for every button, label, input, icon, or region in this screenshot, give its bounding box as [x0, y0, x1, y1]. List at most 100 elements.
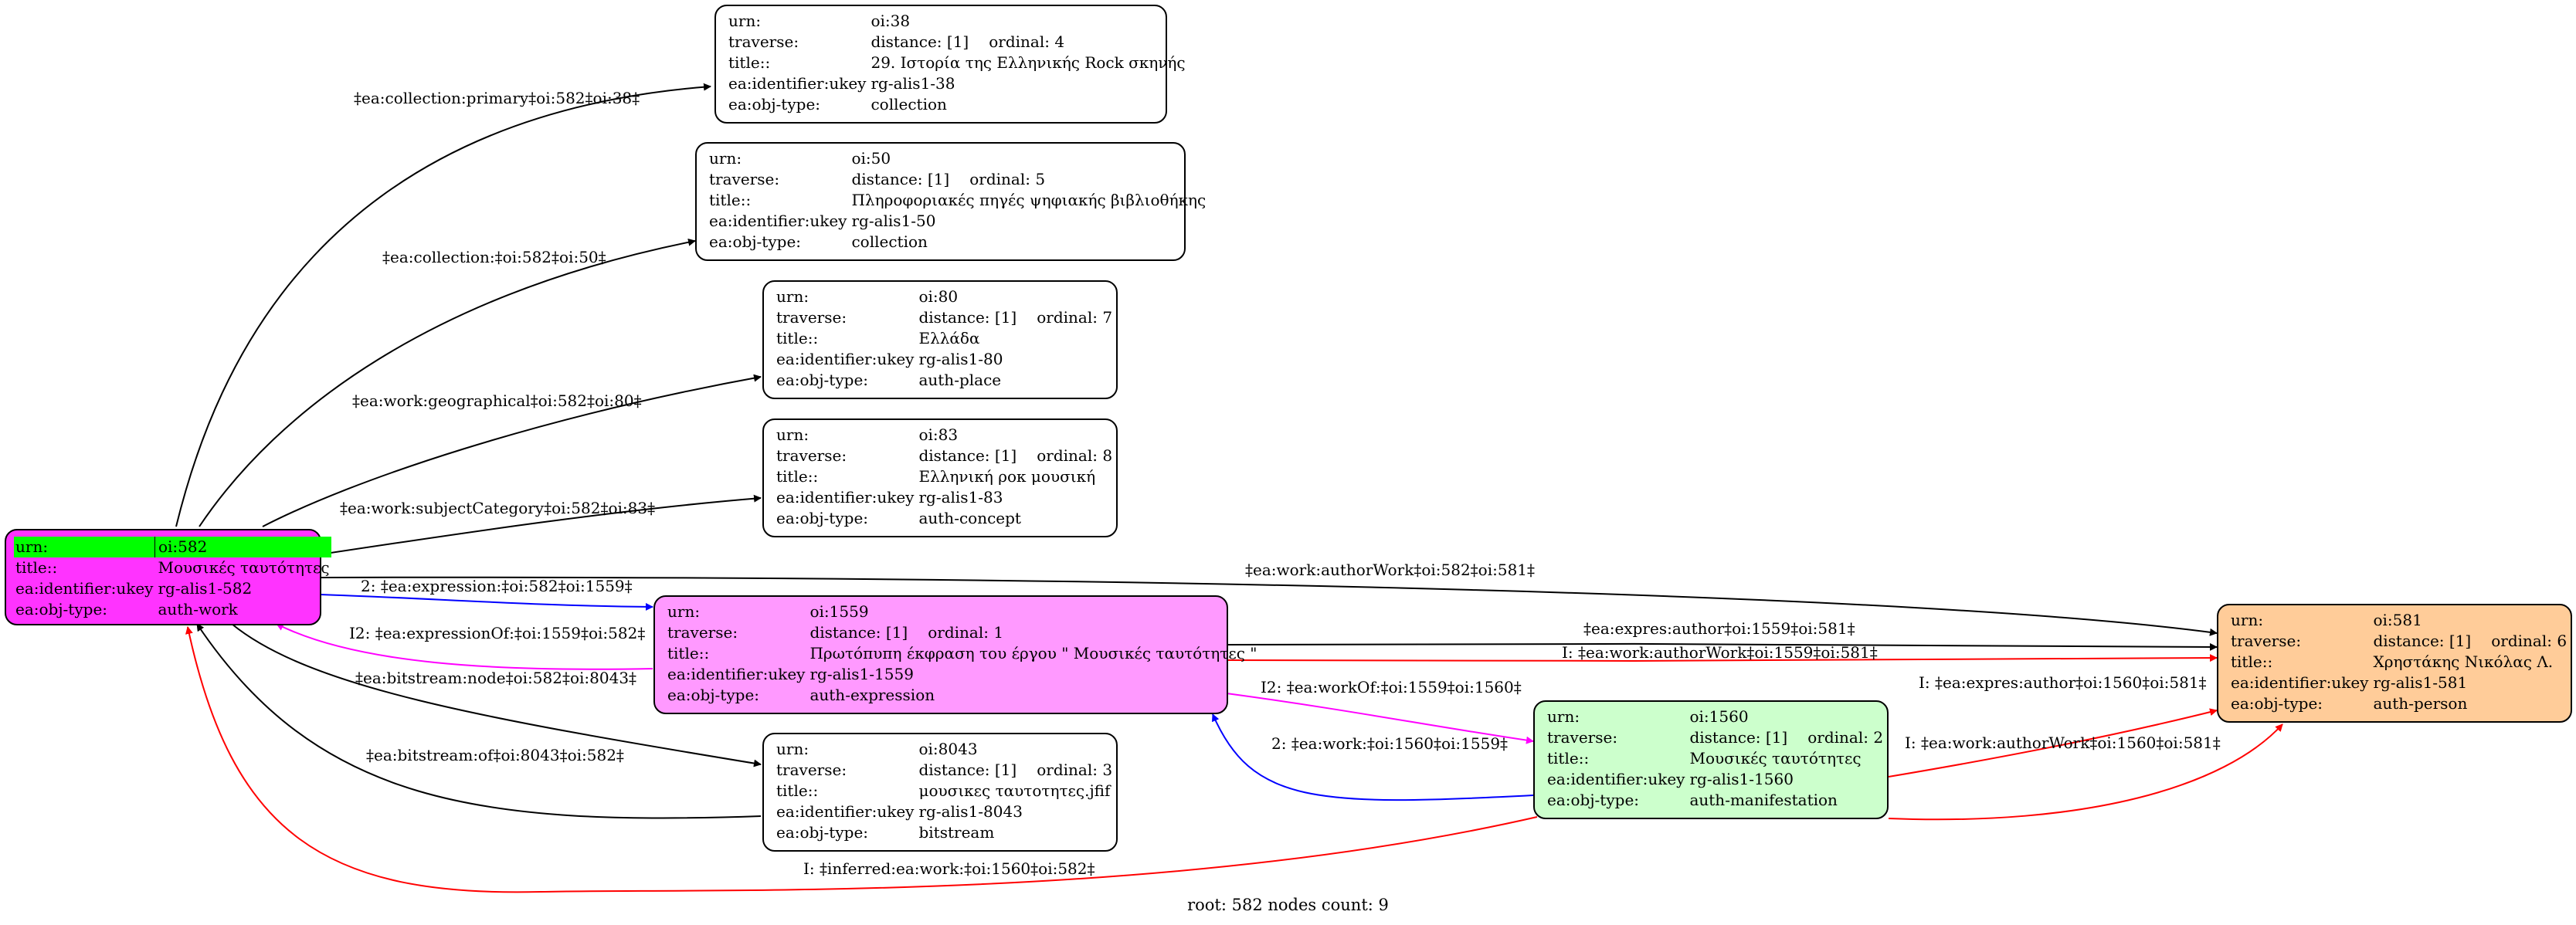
node-field-label: urn: — [776, 425, 809, 444]
node-field-label: urn: — [14, 537, 155, 557]
node-oi-50[interactable]: urn:oi:50 traverse:distance: [1]ordinal:… — [695, 142, 1206, 261]
node-oi-581[interactable]: urn: oi:581 traverse: distance: [1] ordinal… — [2217, 604, 2572, 723]
node-field-label: ea:obj-type: — [776, 823, 869, 842]
node-field-label: ea:identifier:ukey — [776, 802, 915, 821]
node-title: Μουσικές ταυτότητες — [1689, 749, 1862, 767]
node-field-label: ea:obj-type: — [709, 232, 802, 251]
edge-label: I: ‡ea:expres:author‡oi:1560‡oi:581‡ — [1919, 673, 2207, 692]
edge-expression-of — [276, 623, 653, 670]
node-oi-582-root[interactable]: urn:oi:582 title::Μουσικές ταυτότητες ea… — [5, 529, 331, 625]
node-field-label: traverse: — [2231, 632, 2302, 650]
node-field-label: title:: — [709, 191, 752, 209]
node-field-label: title:: — [667, 644, 710, 662]
node-ordinal: ordinal: 3 — [1037, 761, 1113, 779]
node-field-label: ea:obj-type: — [2231, 694, 2323, 713]
node-distance: distance: [1] — [871, 32, 969, 51]
node-urn: oi:582 — [154, 537, 331, 557]
edge-bitstream-node — [231, 623, 762, 767]
node-field-label: ea:obj-type: — [1547, 791, 1640, 809]
node-oi-8043[interactable]: urn:oi:8043 traverse:distance: [1]ordina… — [762, 733, 1118, 852]
node-field-label: ea:obj-type: — [667, 686, 760, 704]
node-oi-83[interactable]: urn:oi:83 traverse:distance: [1]ordinal:… — [762, 418, 1118, 537]
node-objtype: bitstream — [918, 823, 995, 842]
edge-collection — [199, 238, 696, 527]
node-ordinal: ordinal: 6 — [2491, 632, 2568, 650]
node-oi-1559[interactable]: urn:oi:1559 traverse:distance: [1]ordina… — [653, 595, 1257, 714]
node-field-label: urn: — [776, 740, 809, 758]
node-oi-38[interactable]: urn:oi:38 traverse:distance: [1]ordinal:… — [714, 5, 1186, 124]
node-oi-1560[interactable]: urn:oi:1560 traverse:distance: [1]ordina… — [1533, 700, 1889, 819]
node-field-label: ea:identifier:ukey — [776, 488, 915, 507]
edge-label: I2: ‡ea:expressionOf:‡oi:1559‡oi:582‡ — [349, 624, 645, 642]
node-field-label: traverse: — [776, 308, 847, 327]
edge-label: ‡ea:work:authorWork‡oi:582‡oi:581‡ — [1245, 561, 1535, 579]
node-title: Ελλάδα — [918, 329, 980, 347]
node-field-label: ea:identifier:ukey — [667, 665, 806, 683]
node-urn: oi:50 — [851, 149, 891, 168]
node-field-label: title:: — [728, 53, 771, 72]
node-distance: distance: [1] — [918, 446, 1017, 465]
edge-inferred-work — [185, 626, 1538, 893]
graph-footer: root: 582 nodes count: 9 — [1187, 896, 1389, 914]
node-field-label: traverse: — [728, 32, 799, 51]
edge-label: ‡ea:bitstream:of‡oi:8043‡oi:582‡ — [366, 746, 624, 764]
node-distance: distance: [1] — [918, 761, 1017, 779]
node-field-label: traverse: — [1547, 728, 1618, 747]
node-objtype: auth-expression — [809, 686, 935, 704]
edge-work-of — [1226, 693, 1534, 744]
node-field-label: ea:obj-type: — [776, 509, 869, 527]
edge-label: 2: ‡ea:work:‡oi:1560‡oi:1559‡ — [1271, 734, 1508, 753]
edge-geographical — [262, 374, 762, 527]
node-field-label: traverse: — [776, 446, 847, 465]
node-ordinal: ordinal: 7 — [1037, 308, 1113, 327]
node-objtype: auth-manifestation — [1689, 791, 1838, 809]
node-urn: oi:83 — [918, 425, 959, 444]
node-field-label: title:: — [15, 558, 58, 577]
edge-expres-author — [1226, 642, 2218, 651]
node-field-label: title:: — [776, 467, 819, 486]
node-ordinal: ordinal: 1 — [928, 623, 1004, 642]
node-distance: distance: [1] — [1689, 728, 1788, 747]
node-urn: oi:581 — [2373, 611, 2422, 629]
edge-label: I: ‡ea:work:authorWork‡oi:1560‡oi:581‡ — [1905, 734, 2221, 752]
node-distance: distance: [1] — [918, 308, 1017, 327]
edge-author-work-1559 — [1226, 654, 2218, 662]
edge-bitstream-of — [196, 623, 762, 819]
node-title: Χρηστάκης Νικόλας Λ. — [2373, 652, 2554, 671]
node-ukey: rg-alis1-581 — [2373, 673, 2468, 692]
node-title: Πρωτόπυπη έκφραση του έργου " Μουσικές τ… — [809, 644, 1257, 662]
node-objtype: auth-place — [918, 371, 1002, 389]
node-field-label: urn: — [728, 12, 762, 30]
edge-collection-primary — [175, 83, 711, 527]
edge-expression — [320, 594, 653, 611]
node-distance: distance: [1] — [2373, 632, 2472, 650]
node-urn: oi:38 — [871, 12, 911, 30]
node-title: μουσικες ταυτοτητες.jfif — [918, 781, 1111, 800]
node-urn: oi:1560 — [1689, 707, 1749, 726]
node-urn: oi:1559 — [809, 602, 869, 621]
node-urn: oi:80 — [918, 287, 959, 306]
node-title: Πληροφοριακές πηγές ψηφιακής βιβλιοθήκης — [851, 191, 1207, 209]
node-oi-80[interactable]: urn:oi:80 traverse:distance: [1]ordinal:… — [762, 280, 1118, 399]
node-ukey: rg-alis1-83 — [918, 488, 1003, 507]
node-field-label: urn: — [709, 149, 742, 168]
node-field-label: urn: — [667, 602, 701, 621]
edge-label: I2: ‡ea:workOf:‡oi:1559‡oi:1560‡ — [1261, 678, 1522, 696]
node-ukey: rg-alis1-38 — [871, 74, 955, 93]
node-field-label: title:: — [1547, 749, 1590, 767]
node-field-label: ea:identifier:ukey — [15, 579, 154, 598]
node-objtype: collection — [871, 95, 947, 114]
node-ukey: rg-alis1-1559 — [809, 665, 914, 683]
node-ukey: rg-alis1-8043 — [918, 802, 1023, 821]
edge-subject-category — [320, 494, 762, 555]
edge-label: ‡ea:expres:author‡oi:1559‡oi:581‡ — [1583, 619, 1855, 638]
node-title: 29. Ιστορία της Ελληνικής Rock σκηνής — [871, 53, 1186, 72]
node-ukey: rg-alis1-50 — [851, 212, 936, 230]
node-field-label: urn: — [2231, 611, 2264, 629]
node-ukey: rg-alis1-582 — [158, 579, 253, 598]
node-ukey: rg-alis1-1560 — [1689, 770, 1794, 788]
edge-label: ‡ea:collection:primary‡oi:582‡oi:38‡ — [354, 89, 640, 107]
node-field-label: traverse: — [667, 623, 738, 642]
node-field-label: ea:identifier:ukey — [2231, 673, 2369, 692]
node-ordinal: ordinal: 5 — [969, 170, 1046, 188]
